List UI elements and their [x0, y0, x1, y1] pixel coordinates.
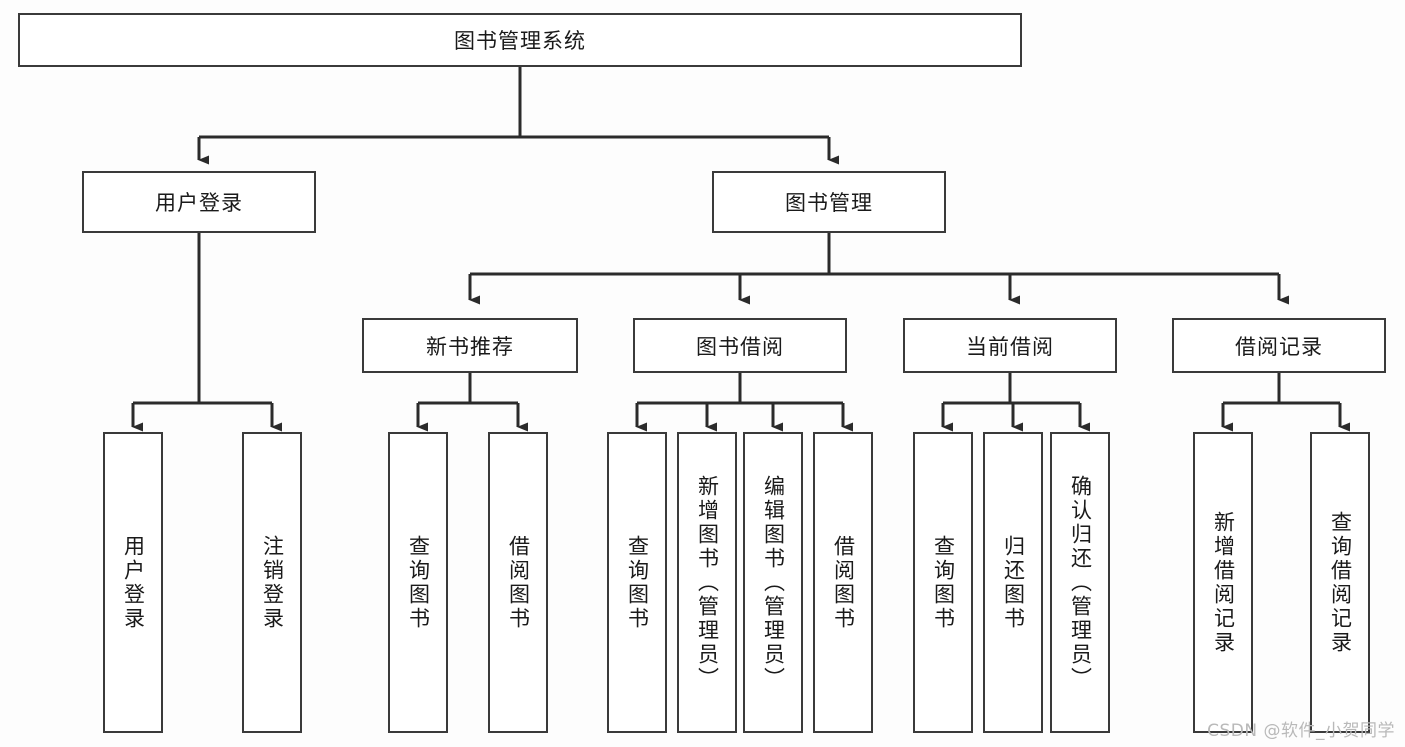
node-leaf-edit-book-label: 编辑图书（管理员） [761, 474, 786, 691]
node-root-label: 图书管理系统 [454, 29, 586, 53]
node-leaf-query-book-3[interactable]: 查询图书 [913, 432, 973, 733]
node-current-borrow[interactable]: 当前借阅 [903, 318, 1117, 373]
node-leaf-borrow-book-2[interactable]: 借阅图书 [813, 432, 873, 733]
node-leaf-query-record-label: 查询借阅记录 [1328, 510, 1353, 655]
node-book-borrow-label: 图书借阅 [696, 334, 784, 359]
node-leaf-edit-book[interactable]: 编辑图书（管理员） [743, 432, 803, 733]
node-book-management-label: 图书管理 [785, 191, 873, 215]
node-leaf-user-logout-label: 注销登录 [260, 534, 285, 631]
node-leaf-return-book-label: 归还图书 [1001, 534, 1026, 631]
node-book-management[interactable]: 图书管理 [712, 171, 946, 233]
node-leaf-confirm-return-label: 确认归还（管理员） [1068, 474, 1093, 691]
node-leaf-borrow-book-2-label: 借阅图书 [831, 534, 856, 631]
node-leaf-query-book-3-label: 查询图书 [931, 534, 956, 631]
node-leaf-query-book-1-label: 查询图书 [406, 534, 431, 631]
node-user-login[interactable]: 用户登录 [82, 171, 316, 233]
node-current-borrow-label: 当前借阅 [966, 334, 1054, 359]
node-borrow-record-label: 借阅记录 [1235, 334, 1323, 359]
node-leaf-add-book[interactable]: 新增图书（管理员） [677, 432, 737, 733]
node-user-login-label: 用户登录 [155, 191, 243, 215]
node-book-borrow[interactable]: 图书借阅 [633, 318, 847, 373]
node-leaf-borrow-book-1-label: 借阅图书 [506, 534, 531, 631]
node-borrow-record[interactable]: 借阅记录 [1172, 318, 1386, 373]
node-leaf-add-book-label: 新增图书（管理员） [695, 474, 720, 691]
node-root[interactable]: 图书管理系统 [18, 13, 1022, 67]
node-leaf-user-logout[interactable]: 注销登录 [242, 432, 302, 733]
node-leaf-query-book-2-label: 查询图书 [625, 534, 650, 631]
node-leaf-query-book-1[interactable]: 查询图书 [388, 432, 448, 733]
node-leaf-user-login[interactable]: 用户登录 [103, 432, 163, 733]
node-leaf-query-record[interactable]: 查询借阅记录 [1310, 432, 1370, 733]
node-leaf-user-login-label: 用户登录 [121, 534, 146, 631]
node-leaf-return-book[interactable]: 归还图书 [983, 432, 1043, 733]
node-new-book-recommend-label: 新书推荐 [426, 334, 514, 359]
node-leaf-confirm-return[interactable]: 确认归还（管理员） [1050, 432, 1110, 733]
node-leaf-borrow-book-1[interactable]: 借阅图书 [488, 432, 548, 733]
node-leaf-add-record-label: 新增借阅记录 [1211, 510, 1236, 655]
node-leaf-add-record[interactable]: 新增借阅记录 [1193, 432, 1253, 733]
node-new-book-recommend[interactable]: 新书推荐 [362, 318, 578, 373]
node-leaf-query-book-2[interactable]: 查询图书 [607, 432, 667, 733]
